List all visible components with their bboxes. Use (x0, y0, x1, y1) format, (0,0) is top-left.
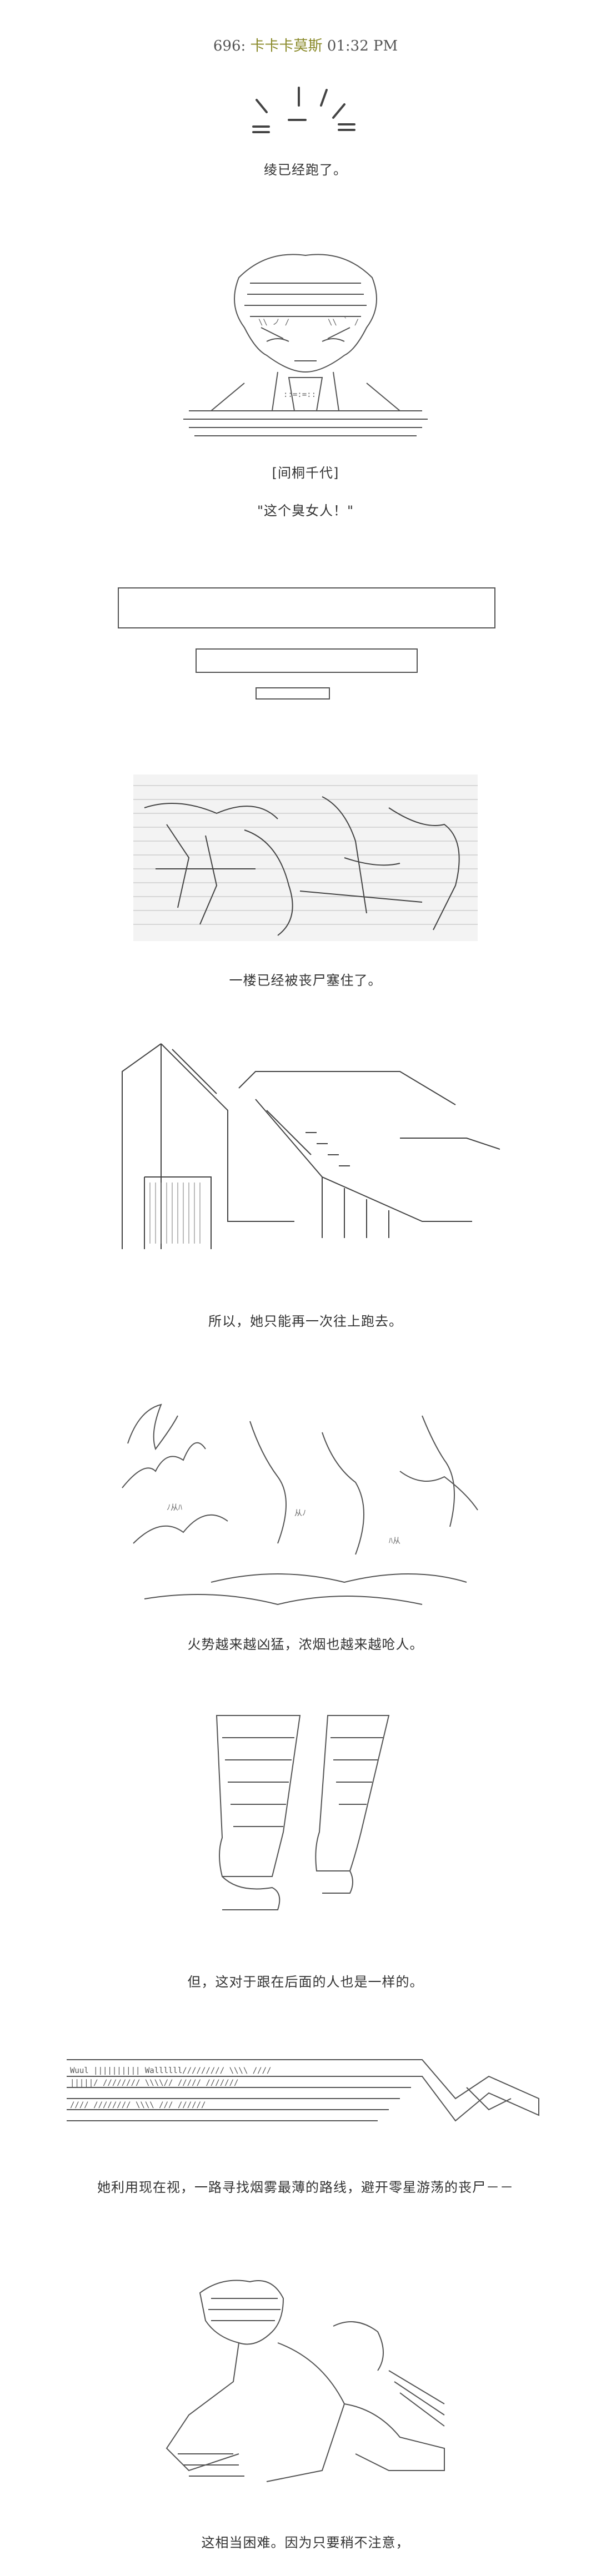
ascii-art-portrait: \\ ノ / \\ ｀ / ::=:=:: (178, 244, 433, 455)
svg-text:\\ ノ /: \\ ノ / (258, 318, 289, 327)
ascii-art-run-lines (244, 83, 367, 155)
caption-4: 一楼已经被丧尸塞住了。 (229, 973, 382, 988)
post-number: 696 (213, 38, 241, 54)
ascii-art-legs (200, 1704, 411, 1938)
poster-name[interactable]: 卡卡卡莫斯 (250, 38, 323, 54)
caption-8: 她利用现在视，一路寻找烟雾最薄的路线，避开零星游荡的丧尸－－ (97, 2180, 514, 2195)
ascii-art-box-small (256, 687, 330, 700)
caption-3: "这个臭女人！" (257, 503, 354, 519)
caption-9: 这相当困难。因为只要稍不注意， (201, 2535, 410, 2550)
svg-text:::=:=::: ::=:=:: (283, 390, 316, 399)
caption-6: 火势越来越凶猛，浓烟也越来越呛人。 (187, 1637, 424, 1652)
caption-2: [间桐千代] (272, 465, 339, 481)
ascii-art-fire-smoke: ﾉ从ﾊ 从ﾉ ﾊ从 (111, 1399, 500, 1621)
ascii-art-box-large (118, 587, 495, 628)
post-time: 01:32 PM (327, 38, 398, 54)
caption-1: 绫已经跑了。 (264, 162, 347, 178)
svg-text:Wuul |||||||||| Wallllll/////: Wuul |||||||||| Wallllll///////// \\\\ /… (70, 2066, 271, 2075)
ascii-art-corridor: Wuul |||||||||| Wallllll///////// \\\\ /… (67, 2054, 544, 2132)
caption-5: 所以，她只能再一次往上跑去。 (208, 1314, 403, 1329)
svg-text:从ﾉ: 从ﾉ (294, 1509, 306, 1518)
post-separator: : (241, 38, 246, 54)
caption-7: 但，这对于跟在后面的人也是一样的。 (187, 1974, 424, 1990)
svg-text:ﾉ从ﾊ: ﾉ从ﾊ (167, 1503, 182, 1512)
svg-text://// //////// \\\\ /// ////: //// //////// \\\\ /// ////// (70, 2101, 206, 2110)
svg-text:ﾊ从: ﾊ从 (389, 1537, 400, 1546)
ascii-art-box-medium (196, 648, 418, 673)
post-header: 696: 卡卡卡莫斯 01:32 PM (0, 34, 611, 55)
svg-text:\\ ｀ /: \\ ｀ / (328, 317, 359, 327)
ascii-art-character-action (156, 2271, 455, 2504)
svg-text:|||||/ //////// \\\\// /////: |||||/ //////// \\\\// ///// /////// (70, 2079, 238, 2087)
ascii-art-staircase (111, 1038, 500, 1271)
ascii-art-zombies-crowd (133, 774, 478, 941)
